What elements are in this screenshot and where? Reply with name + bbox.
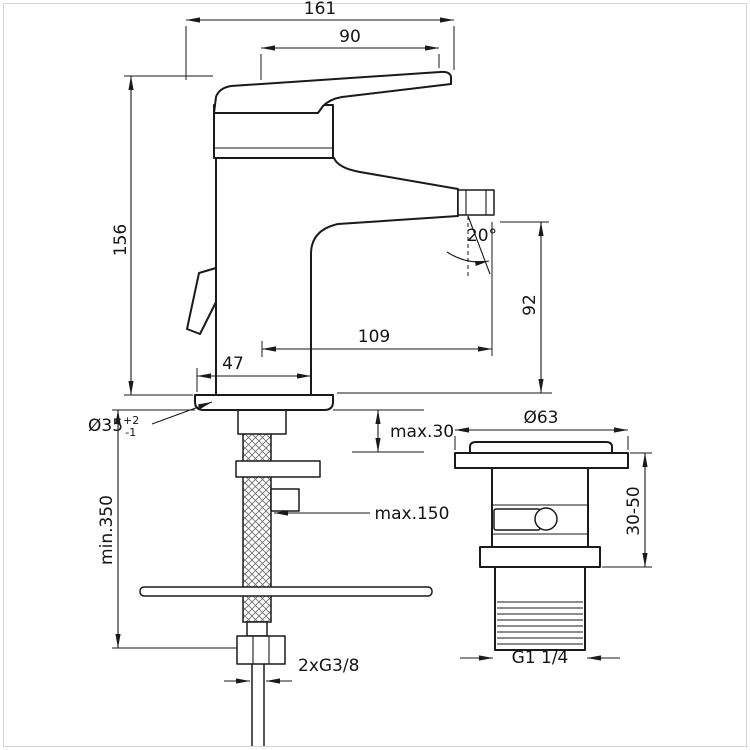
mounting-hardware [235, 409, 321, 512]
dim-156-label: 156 [111, 224, 131, 256]
dim-spout-height-92: 92 [337, 221, 552, 394]
dim-30-50-label: 30-50 [624, 486, 644, 535]
dim-overall-depth-161: 161 [185, 0, 455, 80]
connection-nut [236, 635, 286, 665]
dim-o35-label: Ø35+2-1 [88, 414, 139, 439]
dim-109-label: 109 [358, 327, 390, 347]
dim-161-label: 161 [304, 0, 336, 19]
dim-spout-reach-109: 109 [261, 222, 493, 357]
dim-2xg38-label: 2xG3/8 [298, 656, 359, 676]
hose-end-fitting [236, 621, 286, 746]
dim-base-47: 47 [196, 354, 312, 392]
dim-flange-63: Ø63 [454, 408, 629, 450]
rod-guide [270, 488, 300, 512]
dim-supply-thread: 2xG3/8 [224, 656, 359, 684]
dim-spray-angle-20: 20° [446, 215, 497, 276]
spout-aerator [457, 189, 495, 216]
aerator-box [457, 189, 495, 216]
waste-cap [469, 441, 613, 454]
waste-assembly [454, 441, 629, 651]
dim-92-label: 92 [520, 294, 540, 316]
o35-tol-minus: -1 [125, 426, 136, 439]
dim-20deg-label: 20° [467, 226, 497, 246]
dim-min350-label: min.350 [97, 495, 117, 565]
pivot-ball [534, 507, 558, 531]
dim-rod-max150: max.150 [274, 504, 449, 524]
dim-47-label: 47 [222, 354, 244, 374]
dim-deck-max30: max.30 [333, 409, 454, 453]
dim-hose-min350: min.350 [97, 409, 237, 649]
dim-o63-label: Ø63 [523, 408, 558, 428]
pivot-pin [493, 508, 541, 531]
pop-up-rod [139, 586, 433, 597]
dim-g114-label: G1 1/4 [512, 648, 569, 668]
dim-waste-adjust-30-50: 30-50 [602, 452, 652, 568]
body-and-spout [215, 157, 459, 396]
side-lever [186, 267, 217, 335]
dim-90-label: 90 [339, 27, 361, 47]
waste-body [491, 467, 589, 548]
threaded-shank [237, 409, 287, 435]
dim-max150-label: max.150 [375, 504, 450, 524]
top-lever [213, 70, 452, 114]
faucet-body-group [186, 70, 495, 411]
dim-height-156: 156 [111, 75, 213, 396]
tailpiece-threads [497, 601, 583, 645]
dim-max30-label: max.30 [390, 422, 454, 442]
hose-collar [246, 621, 268, 637]
dim-handle-90: 90 [260, 27, 440, 80]
o35-tol-plus: +2 [123, 414, 139, 427]
mounting-bracket [235, 460, 321, 478]
waste-flange [454, 452, 629, 469]
o35-value: Ø35 [88, 416, 123, 436]
waste-locknut [479, 546, 601, 568]
dim-hole-diameter-35: Ø35+2-1 [88, 401, 213, 439]
base-plate [194, 394, 334, 411]
dim-waste-thread: G1 1/4 [460, 648, 620, 668]
